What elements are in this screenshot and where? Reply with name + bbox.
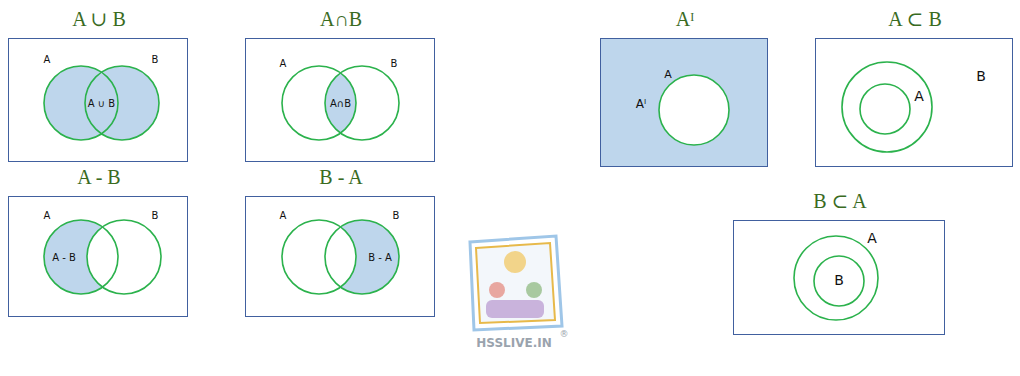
set-label: A [280,58,287,69]
region-label: A - B [52,252,76,263]
operation-title: A ∪ B [72,8,125,30]
set-label: A [914,89,924,104]
logo-bodies [486,300,544,318]
set-circle [87,220,161,294]
universal-set-box: A∩BABA∩B [245,38,435,162]
set-label: A [44,54,51,65]
universal-set-box: A ∪ BABA ∪ B [8,38,188,162]
set-circle [282,220,356,294]
venn-figure [601,39,769,168]
logo-frame [470,236,562,330]
set-label: B [976,69,986,84]
set-label: B [834,273,844,288]
region-label: A ∪ B [87,98,116,109]
venn-figure [9,197,189,318]
set-circle [659,75,729,145]
set-circle [87,220,161,294]
region-label: A∩B [329,98,352,109]
set-circle [814,256,864,306]
operation-title: A - B [77,166,120,188]
universal-set-box: A ⊂ BAB [815,38,1013,167]
operation-title: B ⊂ A [813,190,866,212]
set-circle [282,66,356,140]
operation-title: B - A [319,166,362,188]
set-circle [282,220,356,294]
operation-title: A ⊂ B [888,8,941,30]
set-circle [85,66,159,140]
universal-set-box: B ⊂ ABA [733,220,945,335]
set-circle [842,62,932,152]
set-circle [325,220,399,294]
set-circle [85,66,159,140]
set-circle [325,66,399,140]
set-circle [44,66,118,140]
region-label: B - A [368,252,392,263]
set-label: B [152,54,159,65]
logo-child [526,282,542,298]
universal-set-box: A - BABA - B [8,196,188,317]
set-label: Aᴵ [636,98,646,111]
set-circle [794,236,878,320]
logo-child [489,282,505,298]
venn-figure [246,197,436,318]
registered-mark: ® [560,329,569,339]
set-circle [44,220,118,294]
operation-title: Aᴵ [676,8,694,30]
operation-title: A∩B [320,8,362,30]
set-circle [325,66,399,140]
watermark: HSSLIVE.IN [476,336,551,350]
logo-inner [476,243,555,323]
logo-head [504,251,526,273]
set-circle [44,66,118,140]
set-label: A [280,210,287,221]
set-label: A [44,210,51,221]
set-circle [860,84,910,134]
set-label: B [393,210,400,221]
set-label: A [664,69,672,81]
set-label: B [152,210,159,221]
set-label: A [867,231,877,246]
universal-set-box: B - AABB - A [245,196,435,317]
set-label: B [391,58,398,69]
universal-set-box: AᴵAAᴵ [600,38,768,167]
